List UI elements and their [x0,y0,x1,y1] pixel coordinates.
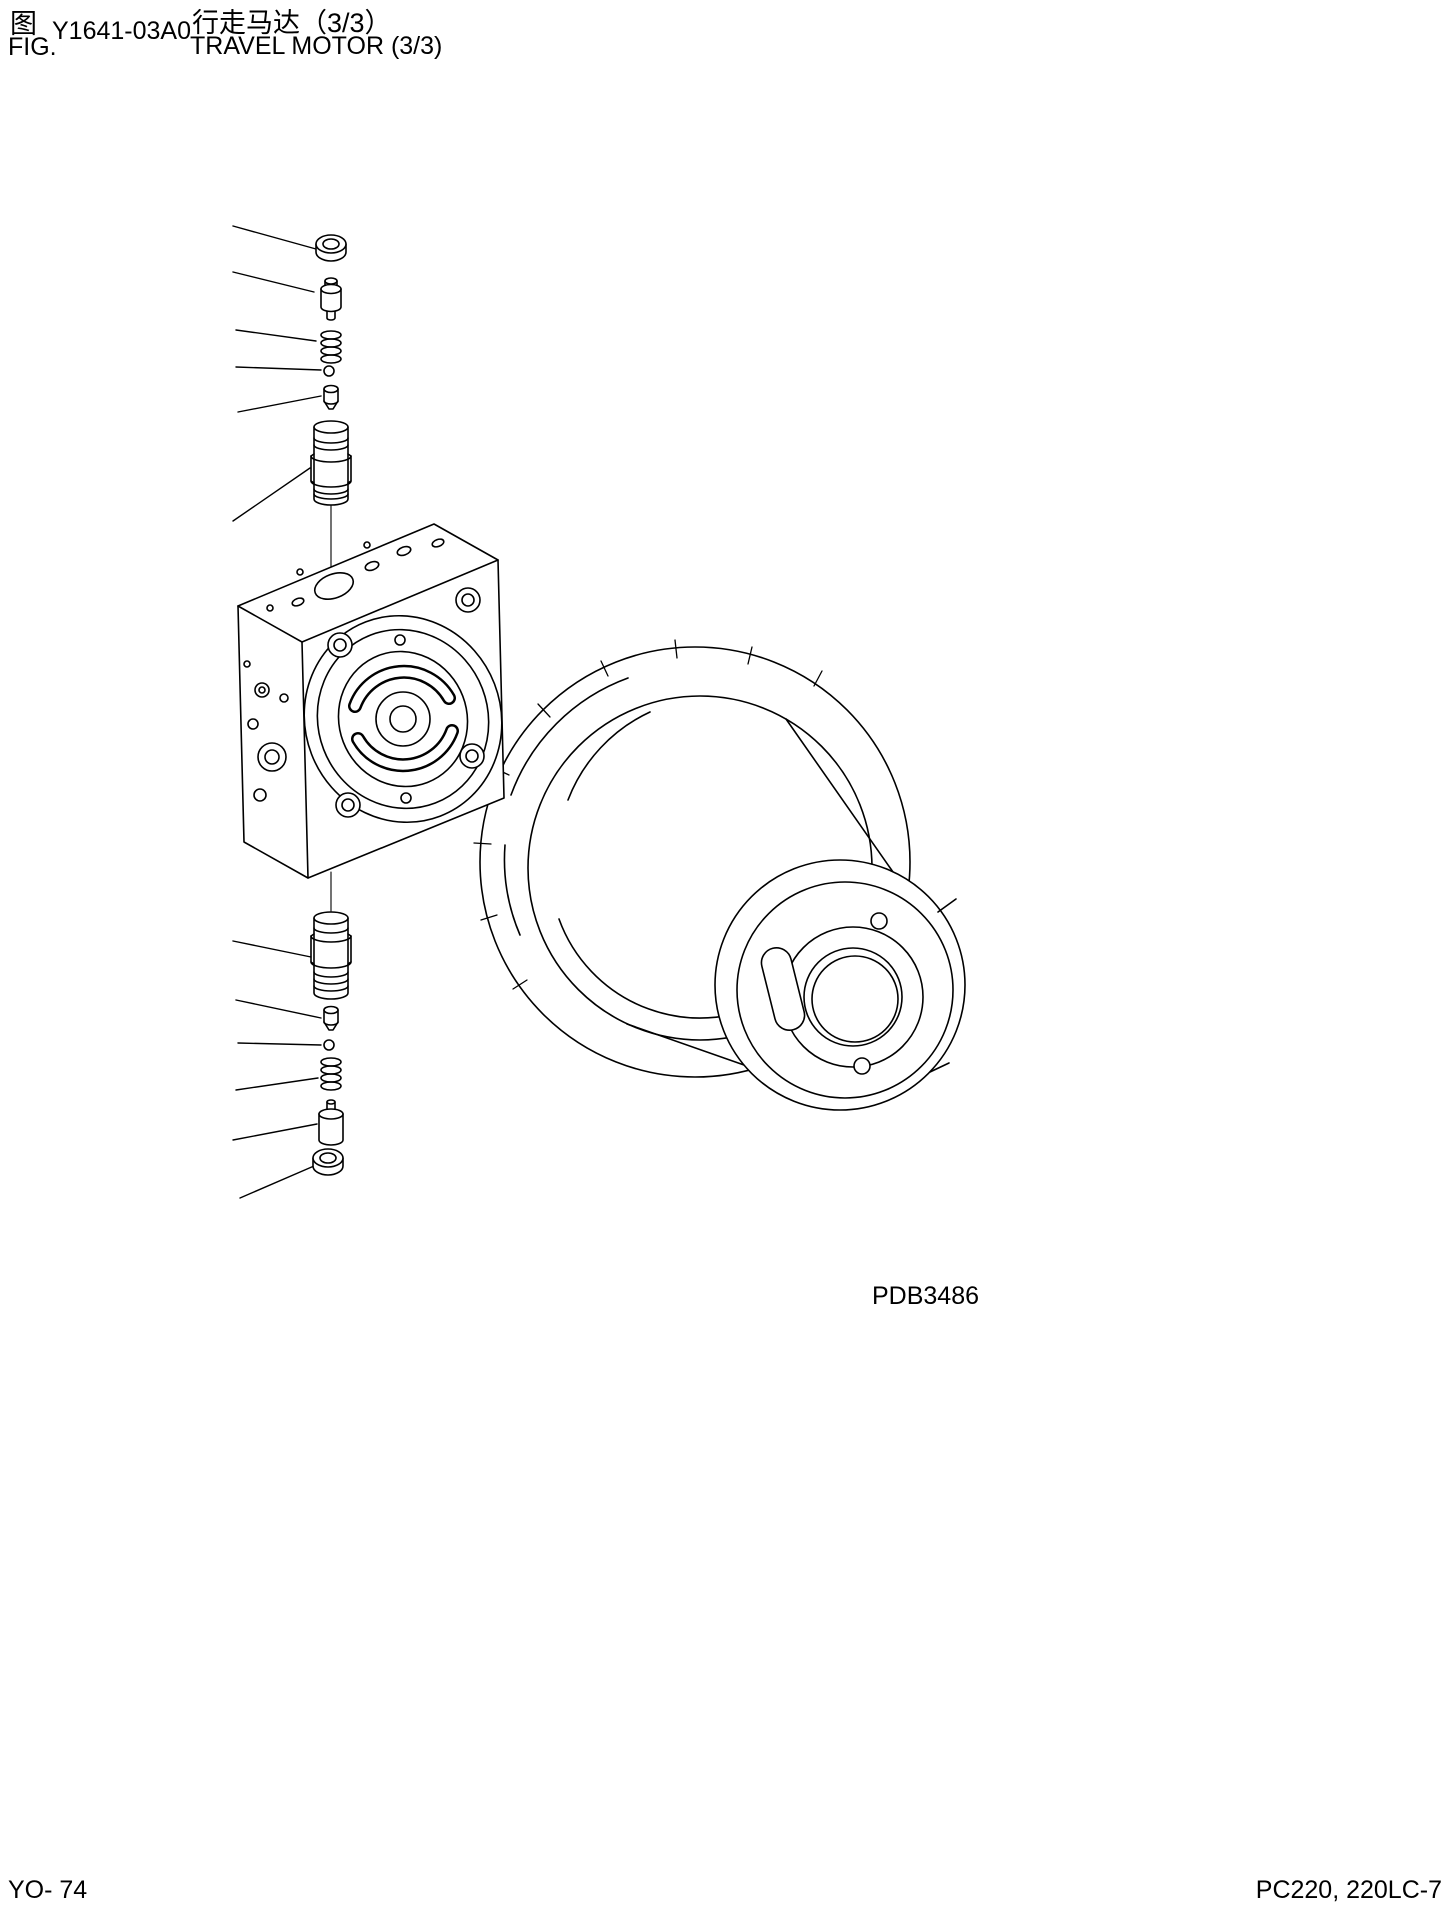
upper-nut [315,234,347,262]
fig-label: FIG. [8,33,57,61]
housing-dish-contour2 [567,711,651,801]
drawing-code-label: PDB3486 [872,1282,980,1310]
lower-nut [312,1148,344,1176]
hub-bore-inner [811,955,899,1043]
block-top-holes [266,538,445,612]
housing-step-arc2 [503,844,521,936]
housing-step-arc [510,677,629,796]
upper-ball [323,365,335,377]
block-side-ports [243,660,289,802]
valve-block [237,523,505,879]
housing-hub [714,859,966,1111]
boss-silhouette-top [785,718,894,873]
block-bolt-holes [327,587,485,818]
fig-number: Y1641-03A0 [52,17,192,45]
housing-casting-lobes [473,639,823,990]
block-front-face [303,587,503,824]
upper-fitting [320,277,342,321]
page-number: YO- 74 [8,1876,88,1904]
upper-spring [320,330,342,364]
boss-silhouette-bottom [626,1023,745,1066]
lower-parts-stack [310,911,352,1176]
lower-spool [310,911,352,1000]
leader-lines-upper [232,225,322,522]
hub-bolt-hole-bottom [853,1057,871,1075]
motor-housing [473,639,966,1111]
model-label: PC220, 220LC-7 [1255,1876,1442,1904]
upper-spool [310,420,352,506]
lower-spring [320,1057,342,1091]
upper-parts-stack [310,234,352,506]
block-bore-ring-inner [337,650,469,788]
title-local: 行走马达（3/3） [192,8,392,38]
leader-lines-lower [232,940,322,1199]
block-center-hub [375,691,431,747]
hub-keyway-slot [760,947,806,1031]
lower-poppet [323,1005,339,1031]
block-bore-ring [316,628,490,810]
title-english: TRAVEL MOTOR (3/3) [190,32,443,60]
lower-ball [323,1039,335,1051]
hub-bolt-hole-top [870,912,888,930]
lower-plug [318,1099,344,1146]
upper-poppet [323,384,339,410]
fig-character: 图 [10,9,37,39]
